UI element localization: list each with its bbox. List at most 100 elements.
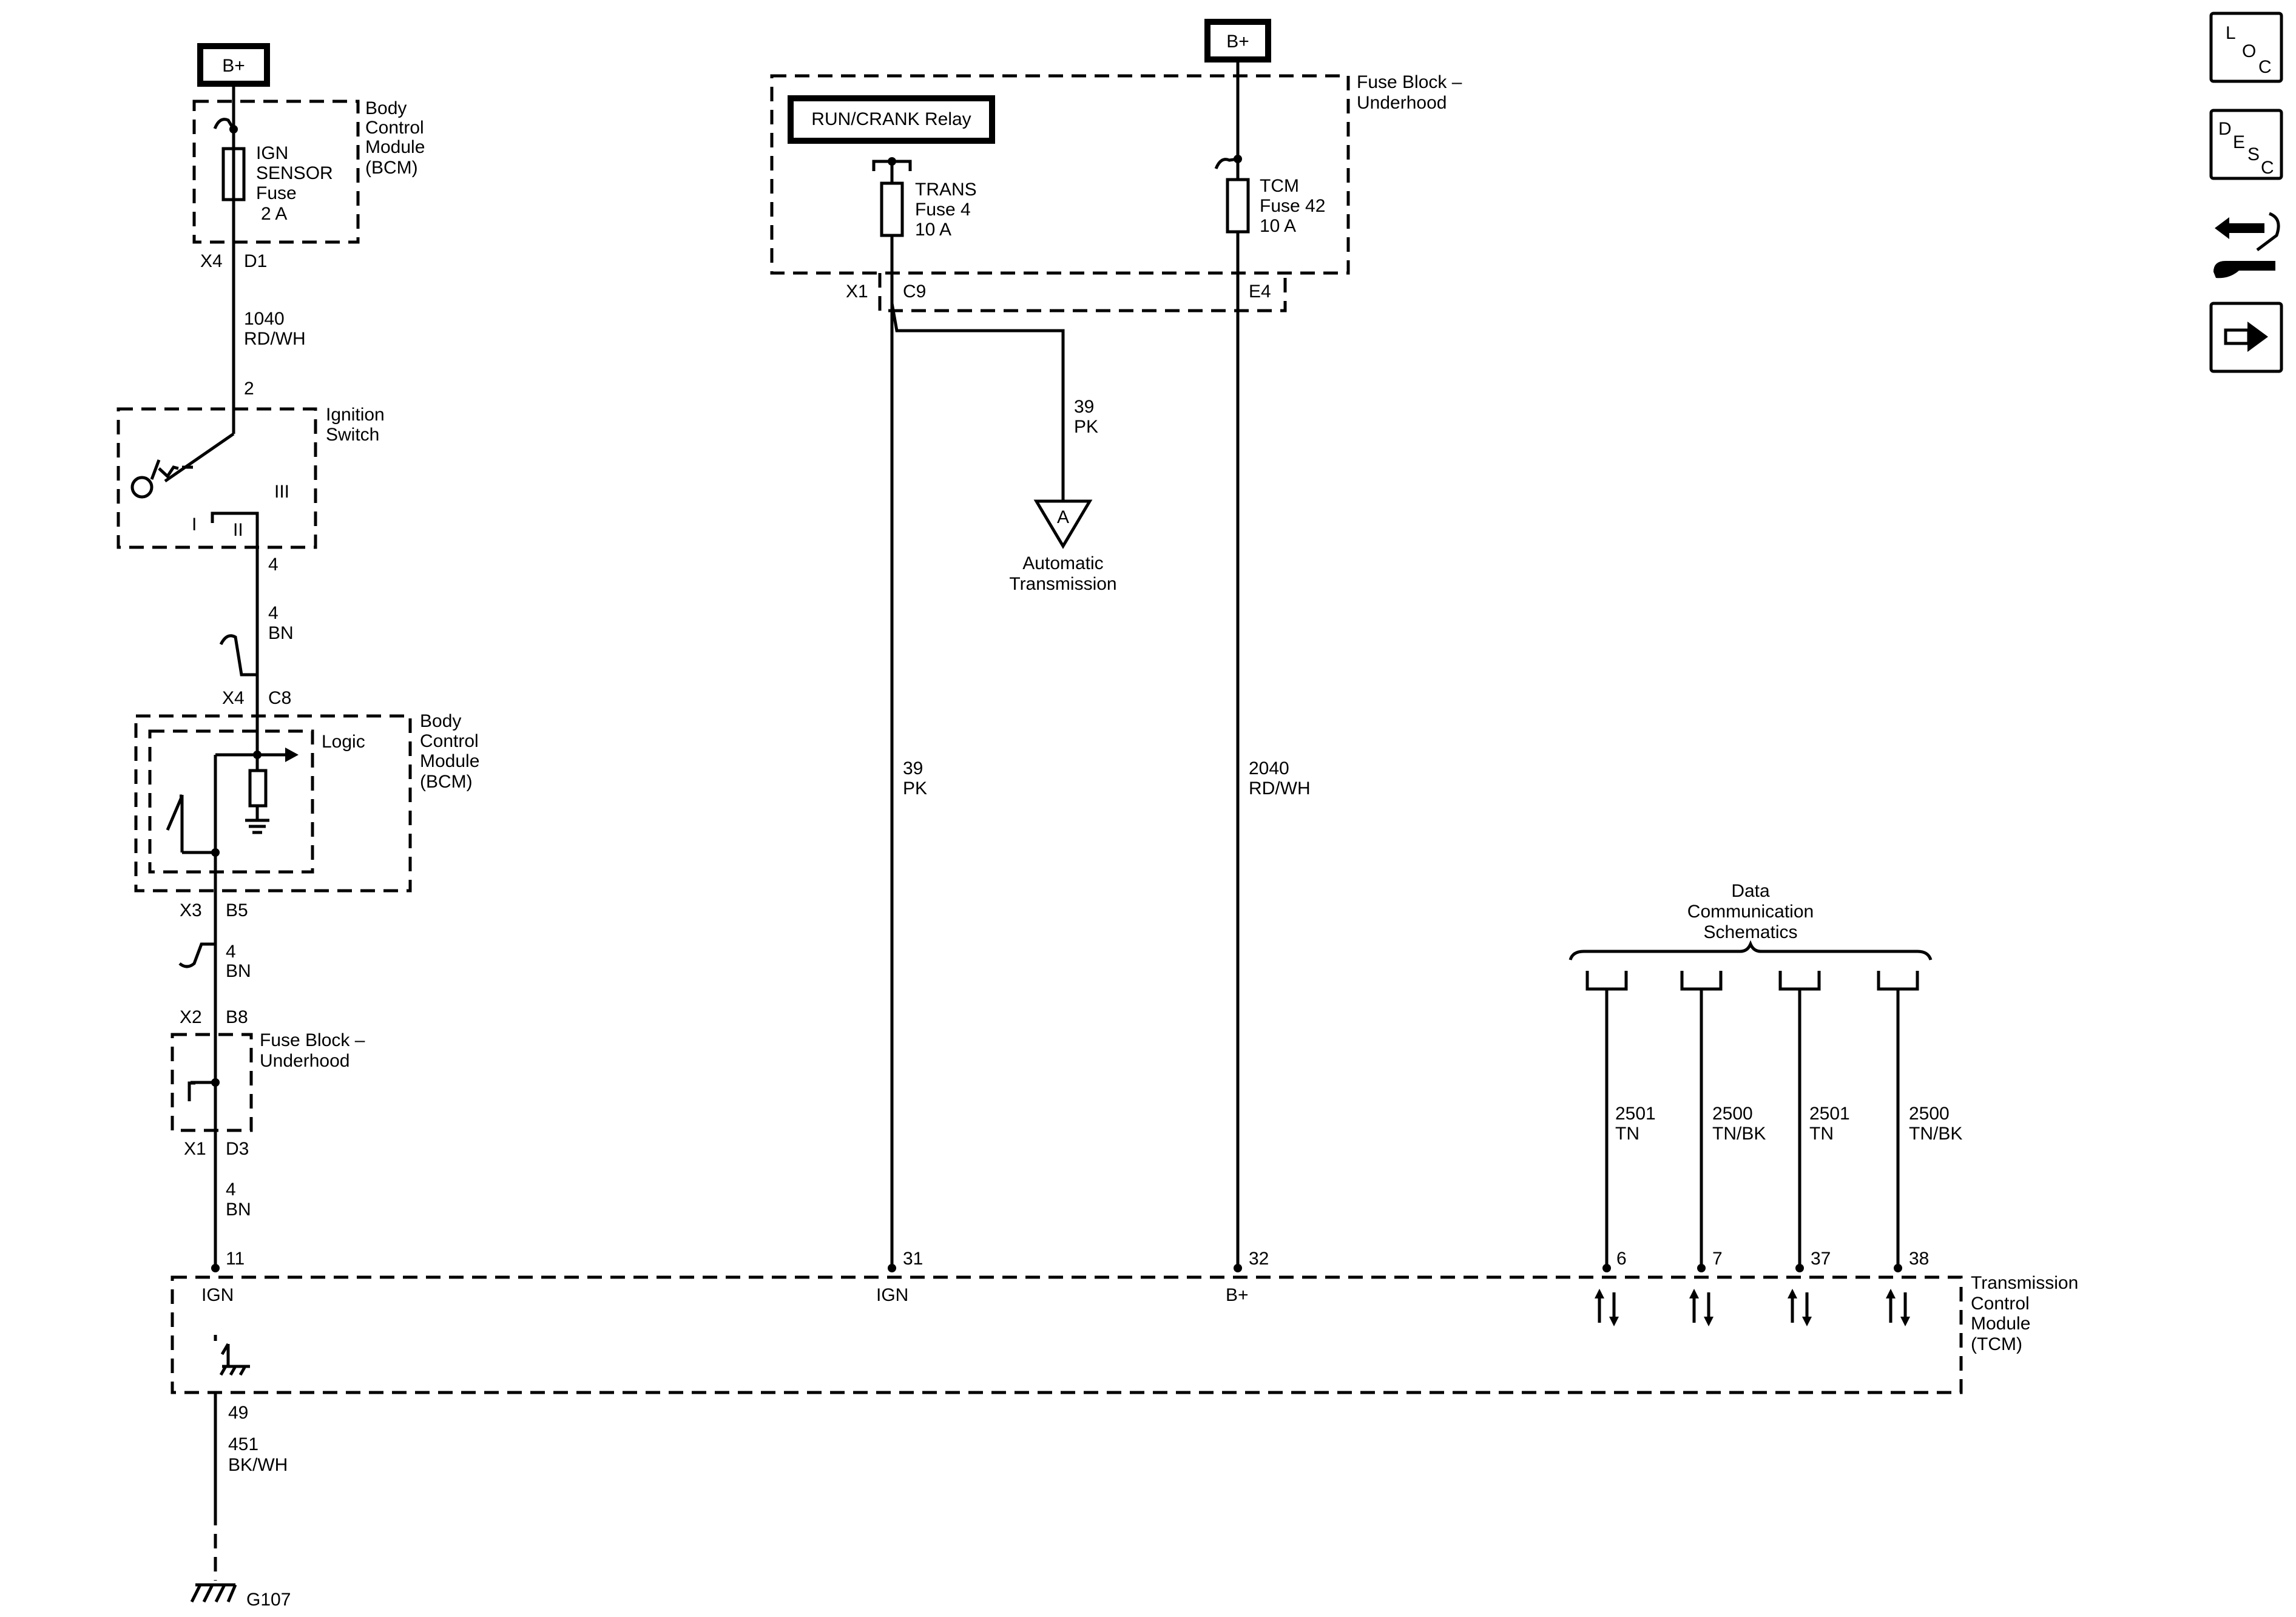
bcm-fuse-module-name-1: Body [365,98,407,118]
right-bplus-supply: B+ [1204,19,1271,1268]
loc-button[interactable]: L O C [2209,12,2283,83]
ign-sensor-fuse-label-3: Fuse [256,183,297,203]
connector-end-view-icon[interactable] [2211,200,2281,285]
tcm-name-3: Module [1971,1314,2030,1334]
ground-g107: G107 [190,1583,291,1610]
fuse-block-main-pin-c9: C9 [903,282,926,302]
tcm-pin-bplus: 32 [1249,1249,1269,1269]
tcm-fuse-label-1: TCM [1260,176,1299,196]
data-comm-label-2: Communication [1687,902,1814,922]
ign-sensor-fuse-label-2: SENSOR [256,163,333,183]
wire-1040: 1040 RD/WH [232,279,306,434]
ign-sensor-fuse-label-4: 2 A [261,204,287,224]
bcm-logic-name-2: Control [420,731,479,751]
tcm-fuse [1226,178,1250,234]
wire-39-main-color: PK [903,778,927,798]
fuse-block-small-name-1: Fuse Block – [260,1030,365,1050]
wire-4-a: 4 BN [268,603,294,643]
data-comm-label-1: Data [1731,881,1770,901]
bidirectional-arrow-icon [1595,1289,1619,1326]
wire-4-c: 4 BN [226,1180,251,1220]
run-crank-relay-label: RUN/CRANK Relay [811,109,971,129]
wire-39-main: 39 PK [903,758,927,798]
tcm-name-2: Control [1971,1294,2030,1314]
data-wire-2-pin: 7 [1712,1249,1723,1269]
bcm-logic-name-4: (BCM) [420,772,473,792]
tcm-pin-ign2: 31 [903,1249,923,1269]
bcm-logic-conn-in: X4 [222,688,245,708]
data-wire-2-circuit: 2500 [1712,1104,1753,1124]
desc-button[interactable]: D E S C [2209,109,2283,180]
bcm-fuse-conn: X4 [200,251,223,271]
bcm-logic-name-3: Module [420,751,479,771]
tcm-pin-ground: 49 [228,1403,248,1423]
data-wire-2-color: TN/BK [1712,1124,1766,1144]
trans-fuse-label-3: 10 A [915,220,951,240]
data-wire-1: 2501 TN 6 [1585,971,1656,1269]
trans-fuse [880,181,904,237]
fuse-block-small-pin-in: B8 [226,1007,248,1027]
desc-letter-e: E [2233,132,2245,152]
fuse-block-main-pin-e4: E4 [1249,282,1271,302]
data-communication: Data Communication Schematics 2501 TN 6 … [1568,881,1962,1269]
next-button[interactable] [2209,302,2283,373]
ground-label: G107 [246,1590,291,1610]
bcm-logic-name-1: Body [420,711,461,731]
wire-1040-circuit: 1040 [244,309,285,329]
tcm-fuse-label-3: 10 A [1260,216,1296,236]
wire-2040-color: RD/WH [1249,778,1311,798]
auto-trans-label-1: Automatic [1022,553,1103,573]
desc-letter-c: C [2261,158,2274,178]
automatic-transmission-ref: A Automatic Transmission [1009,499,1117,594]
bcm-fuse-pin: D1 [244,251,267,271]
data-wire-4-color: TN/BK [1909,1124,1962,1144]
data-wire-3-color: TN [1809,1124,1834,1144]
data-comm-label-3: Schematics [1703,922,1797,942]
transmission-control-module: Transmission Control Module (TCM) 11 IGN… [171,1249,2078,1423]
trans-fuse-label-1: TRANS [915,180,977,200]
wire-4-a-color: BN [268,623,294,643]
wire-1040-color: RD/WH [244,329,306,349]
ignition-switch: Ignition Switch 2 III I II 4 [116,379,385,746]
wire-4-c-color: BN [226,1200,251,1220]
wire-39-branch-color: PK [1074,417,1098,437]
left-bplus-supply: B+ [197,43,270,100]
ignition-pos-3: III [274,482,289,502]
ground-wire-color: BK/WH [228,1455,288,1475]
bcm-fuse-module-name-3: Module [365,137,425,157]
loc-letter-l: L [2226,23,2236,43]
data-wire-2: 2500 TN/BK 7 [1680,971,1766,1269]
desc-letter-s: S [2247,144,2260,164]
ign-sensor-fuse-label-1: IGN [256,143,288,163]
desc-letter-d: D [2218,119,2232,139]
ignition-pos-1: I [192,515,197,535]
loc-letter-o: O [2242,41,2256,61]
wire-39-branch-circuit: 39 [1074,397,1094,417]
ground-wire-451: 451 BK/WH [214,1393,288,1581]
ignition-switch-pin-top: 2 [244,379,254,399]
data-wire-3-circuit: 2501 [1809,1104,1850,1124]
bidirectional-arrow-icon [1788,1289,1812,1326]
wire-2040: 2040 RD/WH [1249,758,1311,798]
bidirectional-arrow-icon [1689,1289,1714,1326]
bcm-logic-conn-out: X3 [180,900,202,920]
wire-4-c-circuit: 4 [226,1180,236,1200]
fuse-block-small-name-2: Underhood [260,1051,349,1071]
tcm-fuse-label-2: Fuse 42 [1260,196,1325,216]
wire-4-b-color: BN [226,961,251,981]
data-wire-1-pin: 6 [1616,1249,1627,1269]
ignition-switch-name-2: Switch [326,425,379,445]
loc-letter-c: C [2258,57,2272,77]
fuse-block-small-conn-in: X2 [180,1007,202,1027]
wire-4-b-circuit: 4 [226,942,236,962]
data-wire-1-color: TN [1615,1124,1639,1144]
tcm-label-ign1: IGN [201,1285,234,1305]
ground-wire-circuit: 451 [228,1434,258,1454]
tcm-label-bplus: B+ [1226,1285,1249,1305]
auto-trans-label-2: Transmission [1009,574,1116,594]
wire-4-b: 4 BN [226,942,251,981]
ignition-switch-name-1: Ignition [326,405,385,425]
data-wire-4: 2500 TN/BK 38 [1877,971,1962,1269]
wire-39-branch: 39 PK [890,303,1098,501]
